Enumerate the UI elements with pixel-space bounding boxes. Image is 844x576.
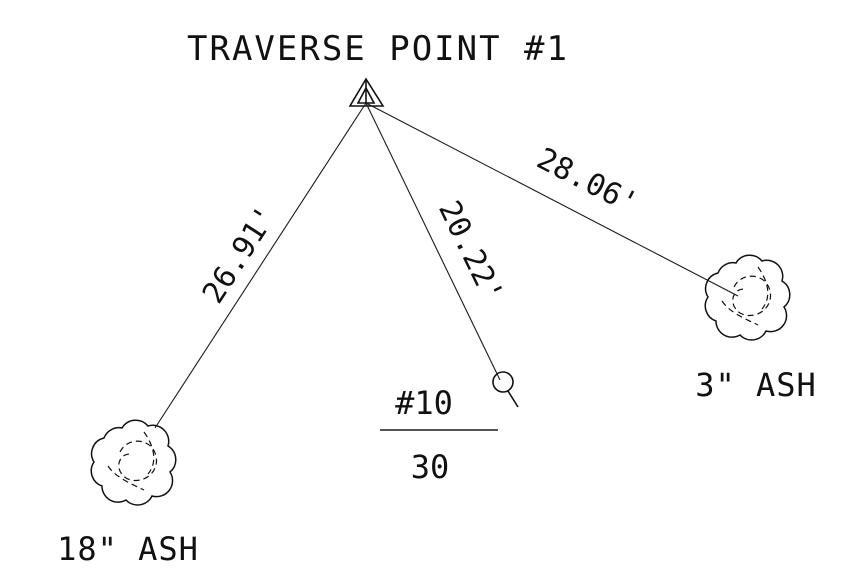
tree-label-3-ash: 3" ASH bbox=[695, 366, 817, 404]
traverse-point-label: TRAVERSE POINT #1 bbox=[187, 29, 569, 69]
line-to-18-ash bbox=[154, 102, 367, 429]
triangle-station-icon bbox=[348, 77, 385, 107]
tree-canopy-icon-left bbox=[90, 419, 177, 506]
distance-marker: 20.22' bbox=[431, 195, 510, 308]
marker-number: #10 bbox=[395, 384, 453, 422]
line-to-3-ash bbox=[365, 102, 739, 297]
distance-3-ash: 28.06' bbox=[531, 141, 643, 221]
marker-value: 30 bbox=[411, 448, 450, 486]
tree-canopy-icon-right bbox=[704, 254, 791, 341]
distance-18-ash: 26.91' bbox=[196, 200, 284, 310]
circle-point-icon bbox=[492, 371, 519, 408]
tree-label-18-ash: 18" ASH bbox=[57, 530, 199, 568]
line-to-marker bbox=[365, 102, 501, 381]
